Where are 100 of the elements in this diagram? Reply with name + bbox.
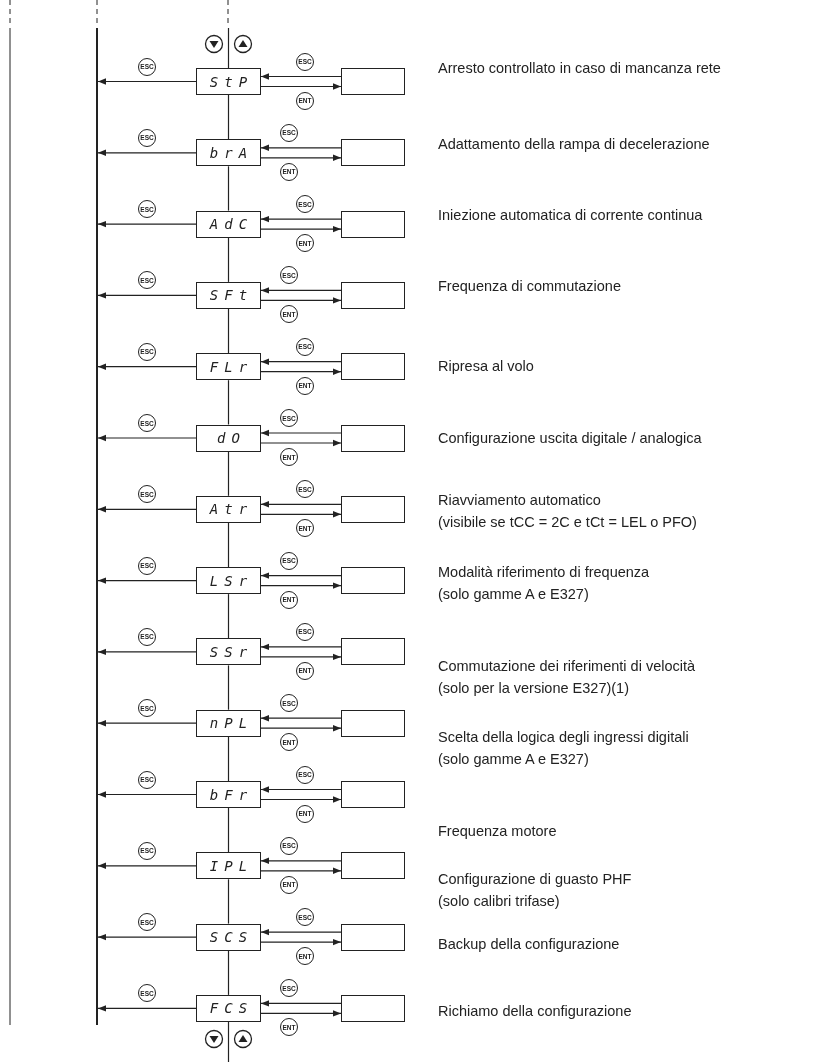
description-text: (solo gamme A e E327) bbox=[438, 750, 590, 769]
description-text: Configurazione uscita digitale / analogica bbox=[438, 429, 702, 448]
value-box bbox=[341, 852, 405, 880]
connector-line bbox=[227, 522, 230, 568]
arrow bbox=[97, 506, 197, 513]
arrow bbox=[97, 1005, 197, 1012]
arrow bbox=[260, 857, 342, 864]
arrow bbox=[97, 648, 197, 656]
arrow bbox=[260, 867, 342, 874]
arrow bbox=[97, 78, 197, 85]
display-box: brA bbox=[196, 139, 261, 167]
arrow bbox=[97, 720, 197, 727]
display-box: IPL bbox=[196, 852, 261, 880]
arrow bbox=[260, 928, 342, 936]
description-text: Modalità riferimento di frequenza bbox=[438, 563, 650, 582]
arrow bbox=[97, 791, 197, 798]
arrow bbox=[97, 292, 197, 299]
connector-line bbox=[227, 27, 230, 69]
description-text: (solo calibri trifase) bbox=[438, 892, 561, 911]
arrow bbox=[260, 643, 342, 651]
description-text: Configurazione di guasto PHF bbox=[438, 870, 632, 889]
connector-line bbox=[227, 878, 230, 925]
value-box bbox=[341, 68, 405, 95]
display-box: LSr bbox=[196, 567, 261, 595]
arrow bbox=[260, 429, 342, 437]
arrow bbox=[260, 796, 342, 803]
display-box: AdC bbox=[196, 210, 261, 238]
value-box bbox=[341, 638, 405, 666]
arrow bbox=[97, 149, 197, 156]
connector-line bbox=[227, 450, 230, 497]
connector-line bbox=[227, 664, 230, 711]
value-box bbox=[341, 567, 405, 595]
arrow bbox=[97, 577, 197, 584]
arrow bbox=[260, 725, 342, 732]
arrow bbox=[260, 297, 342, 304]
description-text: Richiamo della configurazione bbox=[438, 1002, 632, 1021]
description-text: Iniezione automatica di corrente continua bbox=[438, 206, 703, 225]
connector-line bbox=[227, 736, 230, 782]
display-box: StP bbox=[196, 68, 261, 95]
arrow bbox=[97, 363, 197, 370]
description-text: Arresto controllato in caso di mancanza rete bbox=[438, 59, 721, 78]
display-box: Atr bbox=[196, 495, 261, 523]
arrow bbox=[260, 501, 342, 508]
arrow bbox=[260, 572, 342, 579]
arrow bbox=[260, 439, 342, 447]
value-box bbox=[341, 210, 405, 238]
arrow bbox=[260, 368, 342, 375]
arrow bbox=[260, 938, 342, 946]
display-box: FLr bbox=[196, 353, 261, 381]
description-text: Commutazione dei riferimenti di velocità bbox=[438, 657, 696, 676]
arrow bbox=[260, 1000, 342, 1007]
arrow bbox=[260, 358, 342, 365]
arrow bbox=[260, 144, 342, 151]
display-box: dO bbox=[196, 424, 261, 452]
arrow bbox=[260, 154, 342, 161]
description-text: Frequenza di commutazione bbox=[438, 277, 621, 296]
display-box: SFt bbox=[196, 281, 261, 309]
arrow bbox=[260, 1010, 342, 1017]
description-text: Adattamento della rampa di decelerazione bbox=[438, 135, 710, 154]
connector-line bbox=[227, 94, 230, 140]
connector-line bbox=[227, 807, 230, 853]
value-box bbox=[341, 281, 405, 309]
display-box: FCS bbox=[196, 994, 261, 1022]
connector-line bbox=[227, 237, 230, 283]
description-text: Riavviamento automatico bbox=[438, 491, 602, 510]
arrow bbox=[260, 73, 342, 80]
display-box: nPL bbox=[196, 709, 261, 737]
arrow bbox=[97, 220, 197, 228]
connector-line bbox=[227, 950, 230, 996]
description-text: Backup della configurazione bbox=[438, 935, 620, 954]
arrow bbox=[260, 715, 342, 722]
value-box bbox=[341, 994, 405, 1022]
arrow bbox=[260, 83, 342, 90]
connector-line bbox=[227, 165, 230, 212]
description-text: Scelta della logica degli ingressi digitali bbox=[438, 728, 689, 747]
arrow bbox=[97, 434, 197, 442]
arrow bbox=[260, 511, 342, 518]
value-box bbox=[341, 495, 405, 523]
connector-line bbox=[227, 593, 230, 639]
description-text: (solo gamme A e E327) bbox=[438, 585, 590, 604]
connector-line bbox=[227, 1021, 230, 1062]
display-box: bFr bbox=[196, 781, 261, 808]
display-box: SCS bbox=[196, 923, 261, 951]
arrow bbox=[97, 933, 197, 941]
arrow bbox=[260, 225, 342, 233]
display-box: SSr bbox=[196, 638, 261, 666]
arrow bbox=[97, 862, 197, 869]
value-box bbox=[341, 781, 405, 808]
connector-line bbox=[227, 379, 230, 426]
value-box bbox=[341, 709, 405, 737]
value-box bbox=[341, 923, 405, 951]
value-box bbox=[341, 353, 405, 381]
bus-line bbox=[96, 28, 98, 1025]
arrow bbox=[260, 582, 342, 589]
description-text: Frequenza motore bbox=[438, 822, 557, 841]
description-text: (solo per la versione E327)(1) bbox=[438, 679, 630, 698]
value-box bbox=[341, 424, 405, 452]
arrow bbox=[260, 287, 342, 294]
arrow bbox=[260, 786, 342, 793]
description-text: Ripresa al volo bbox=[438, 357, 534, 376]
